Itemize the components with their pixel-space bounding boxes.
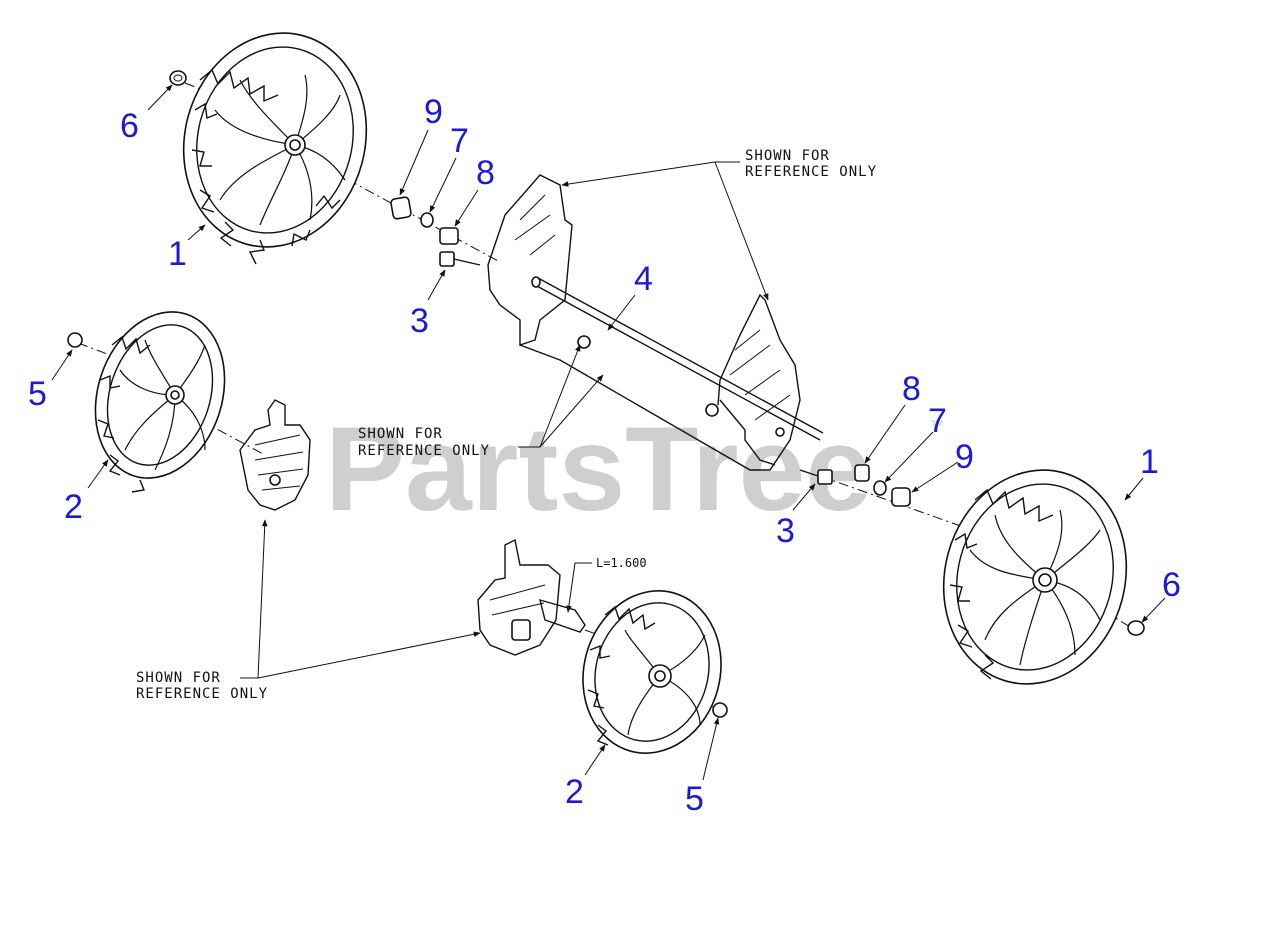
callout-6-right: 6	[1162, 566, 1181, 604]
leader-lines	[51, 84, 1166, 781]
note-bottom-left-line1: SHOWN FOR	[136, 670, 221, 686]
callout-5-left: 5	[28, 375, 47, 413]
callout-5-bottom: 5	[685, 780, 704, 818]
callouts: 6 1 9 7 8 3 4 5 2 8 7 9 1 3 6 2 5	[28, 93, 1181, 818]
callout-3-top: 3	[410, 302, 429, 340]
rear-wheel-left	[182, 32, 368, 265]
callout-3-bottom: 3	[776, 512, 795, 550]
callout-1-top: 1	[168, 235, 187, 273]
note-center-line2: REFERENCE ONLY	[358, 443, 490, 459]
rear-wheel-right	[942, 469, 1128, 685]
callout-6-top: 6	[120, 107, 139, 145]
callout-2-bottom: 2	[565, 773, 584, 811]
note-bottom-left-line2: REFERENCE ONLY	[136, 686, 268, 702]
height-adjuster-right-reference	[477, 538, 586, 656]
callout-9-top: 9	[424, 93, 443, 131]
callout-2-left: 2	[64, 488, 83, 526]
watermark: PartsTree ™	[325, 402, 944, 536]
note-bottom-left: SHOWN FOR REFERENCE ONLY	[136, 670, 268, 702]
deck-frame-reference	[487, 174, 801, 471]
note-top-right-line2: REFERENCE ONLY	[745, 164, 877, 180]
rear-axle	[531, 276, 824, 441]
callout-7-top: 7	[450, 122, 469, 160]
front-wheel-left	[94, 311, 226, 493]
watermark-trademark: ™	[930, 417, 944, 433]
callout-1-right: 1	[1140, 443, 1159, 481]
watermark-text: PartsTree	[325, 402, 872, 536]
note-center: SHOWN FOR REFERENCE ONLY	[358, 426, 490, 459]
note-center-line1: SHOWN FOR	[358, 426, 443, 442]
callout-8-top: 8	[476, 154, 495, 192]
callout-7-right: 7	[928, 402, 947, 440]
callout-9-right: 9	[955, 438, 974, 476]
hardware-top	[169, 70, 481, 267]
height-adjuster-left-reference	[239, 399, 311, 511]
hardware-left	[67, 332, 728, 718]
front-wheel-right	[582, 590, 722, 754]
note-top-right: SHOWN FOR REFERENCE ONLY	[745, 148, 877, 180]
hardware-right	[799, 464, 1145, 636]
note-top-right-line1: SHOWN FOR	[745, 148, 830, 164]
callout-4: 4	[634, 260, 653, 298]
callout-8-right: 8	[902, 370, 921, 408]
dimension-label: L=1.600	[596, 556, 647, 570]
